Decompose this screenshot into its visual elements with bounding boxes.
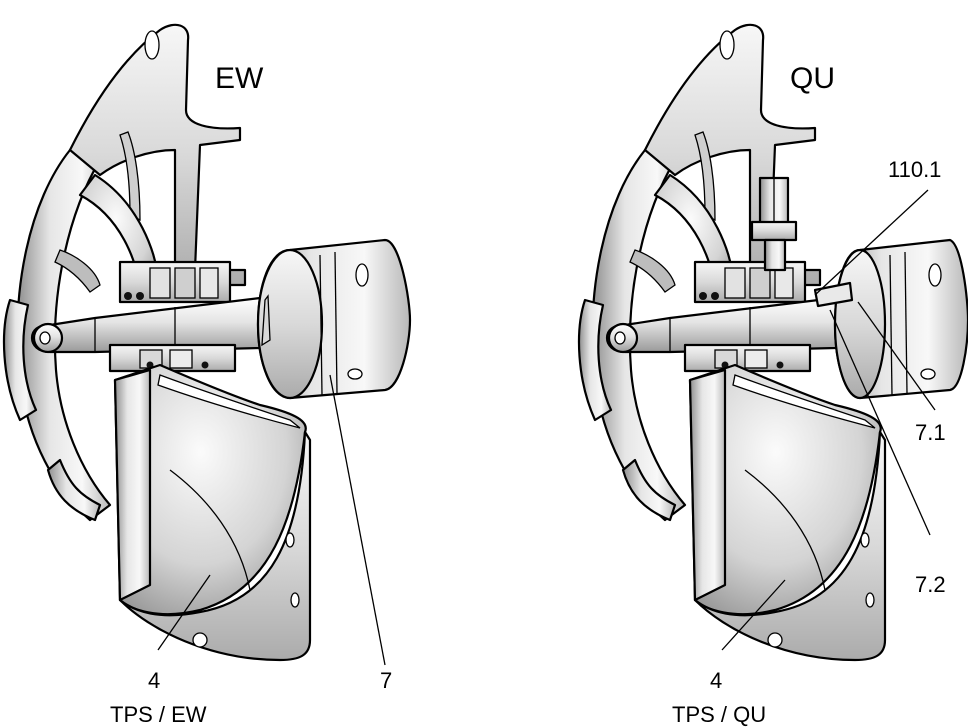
view-title-ew: EW: [215, 62, 264, 95]
leader-line-7-2: [829, 309, 931, 536]
view-ew: EW 4 7 TPS / EW: [2, 23, 412, 727]
callout-7-1: 7.1: [915, 420, 946, 445]
leader-line-110-1: [814, 189, 929, 296]
coupling-qu: [833, 238, 968, 400]
callout-7-2: 7.2: [915, 572, 946, 597]
callout-7: 7: [380, 668, 392, 693]
caption-qu: TPS / QU: [672, 702, 766, 727]
coupling-7: [256, 238, 412, 400]
caption-ew: TPS / EW: [110, 702, 207, 727]
leader-line-7-1: [857, 301, 936, 411]
quench-fitting: [750, 176, 798, 272]
callout-4-ew: 4: [148, 668, 160, 693]
view-qu: QU 110.1 7.1 7.2 4 TPS / QU: [577, 23, 968, 727]
view-title-qu: QU: [790, 62, 835, 95]
leader-line-4-qu: [721, 579, 786, 651]
leader-line-7: [329, 374, 386, 666]
quench-seal-ring: [813, 281, 854, 308]
leader-line-4-ew: [157, 574, 211, 651]
callout-4-qu: 4: [710, 668, 722, 693]
callout-110-1: 110.1: [888, 157, 941, 182]
